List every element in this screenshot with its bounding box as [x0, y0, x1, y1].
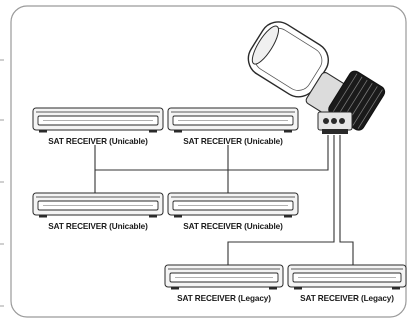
- receiver-label: SAT RECEIVER (Unicable): [183, 222, 283, 231]
- legacy-cable-2: [339, 135, 354, 265]
- receiver-label: SAT RECEIVER (Legacy): [300, 294, 394, 303]
- legacy-cable-1: [227, 135, 335, 265]
- receiver-label: SAT RECEIVER (Unicable): [48, 222, 148, 231]
- receiver-r6: SAT RECEIVER (Legacy): [287, 264, 407, 303]
- receiver-r4: SAT RECEIVER (Unicable): [167, 192, 299, 231]
- receiver-foot: [284, 215, 292, 218]
- receivers: SAT RECEIVER (Unicable) SAT RECEIVER (Uni…: [32, 107, 407, 303]
- receiver-foot: [174, 130, 182, 133]
- receiver-r1: SAT RECEIVER (Unicable): [32, 107, 164, 146]
- receiver-foot: [39, 130, 47, 133]
- receiver-foot: [174, 215, 182, 218]
- receiver-label: SAT RECEIVER (Unicable): [183, 137, 283, 146]
- receiver-foot: [149, 130, 157, 133]
- receiver-label: SAT RECEIVER (Legacy): [177, 294, 271, 303]
- receiver-foot: [39, 215, 47, 218]
- satellite-lnb-icon: [247, 21, 386, 134]
- receiver-foot: [149, 215, 157, 218]
- receiver-r3: SAT RECEIVER (Unicable): [32, 192, 164, 231]
- unicable-cable: [95, 135, 329, 171]
- lnb-connector-block: [317, 111, 353, 134]
- receiver-r2: SAT RECEIVER (Unicable): [167, 107, 299, 146]
- receiver-foot: [269, 287, 277, 290]
- receiver-foot: [284, 130, 292, 133]
- receiver-foot: [294, 287, 302, 290]
- receiver-foot: [171, 287, 179, 290]
- left-edge-ticks: [0, 59, 4, 307]
- receiver-label: SAT RECEIVER (Unicable): [48, 137, 148, 146]
- receiver-foot: [392, 287, 400, 290]
- receiver-r5: SAT RECEIVER (Legacy): [164, 264, 284, 303]
- wiring: [94, 135, 354, 265]
